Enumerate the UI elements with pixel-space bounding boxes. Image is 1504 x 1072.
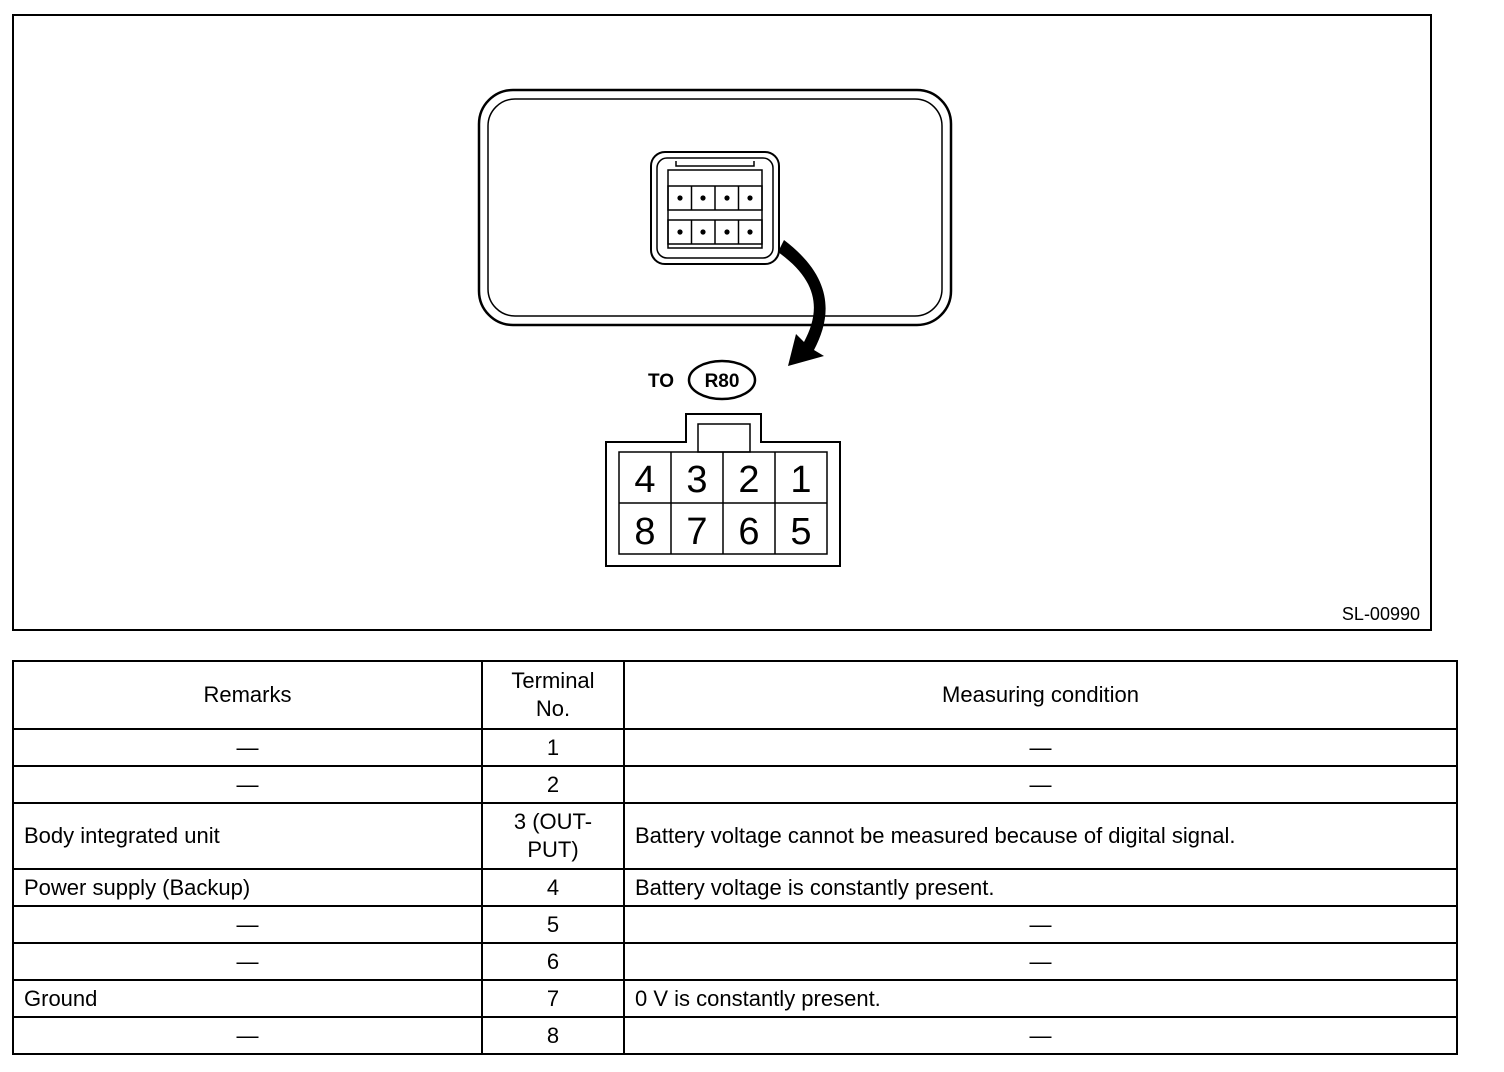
connector-to-label: TO (648, 371, 674, 392)
connector-pin-grid (618, 451, 828, 555)
table-row: Ground 7 0 V is constantly present. (12, 979, 1458, 1018)
pin-number: 6 (738, 511, 759, 553)
connector-id-label: R80 (705, 371, 740, 392)
cell-terminal: 6 (481, 942, 625, 981)
cell-condition: — (623, 942, 1458, 981)
table-row: — 1 — (12, 728, 1458, 767)
arrow-icon (778, 240, 826, 366)
header-remarks: Remarks (12, 660, 483, 730)
cell-terminal: 5 (481, 905, 625, 944)
cell-terminal-line1: 3 (OUT- (513, 809, 593, 834)
cell-condition: Battery voltage cannot be measured becau… (623, 802, 1458, 870)
cell-remarks: — (12, 905, 483, 944)
table-row: — 8 — (12, 1016, 1458, 1055)
connector-diagram: TO R80 4 3 2 1 8 7 6 5 (477, 88, 953, 567)
cell-terminal-line2: PUT) (527, 837, 579, 862)
pin-number: 8 (634, 511, 655, 553)
cell-condition: — (623, 905, 1458, 944)
unit-housing-inner (487, 98, 943, 317)
table-row: — 5 — (12, 905, 1458, 944)
pin-number: 1 (790, 459, 811, 501)
connector-latch (697, 423, 751, 453)
cell-terminal: 7 (481, 979, 625, 1018)
cell-remarks: Body integrated unit (12, 802, 483, 870)
header-terminal-line1: Terminal (511, 668, 595, 693)
unit-housing-outer (477, 88, 953, 327)
pin-number: 5 (790, 511, 811, 553)
cell-condition: — (623, 1016, 1458, 1055)
cell-terminal: 3 (OUT- PUT) (481, 802, 625, 870)
header-terminal: Terminal No. (481, 660, 625, 730)
terminal-table: Remarks Terminal No. Measuring condition… (12, 660, 1458, 1055)
cell-remarks: — (12, 1016, 483, 1055)
cell-condition: — (623, 765, 1458, 804)
figure-code: SL-00990 (1341, 604, 1420, 624)
cell-condition: 0 V is constantly present. (623, 979, 1458, 1018)
cell-condition: Battery voltage is constantly present. (623, 868, 1458, 907)
cell-terminal: 1 (481, 728, 625, 767)
unit-connector-pins (667, 185, 763, 245)
header-terminal-line2: No. (535, 696, 571, 721)
table-row: — 2 — (12, 765, 1458, 804)
pin-number: 7 (686, 511, 707, 553)
table-row: Body integrated unit 3 (OUT- PUT) Batter… (12, 802, 1458, 870)
pin-number: 2 (738, 459, 759, 501)
cell-remarks: Power supply (Backup) (12, 868, 483, 907)
table-header-row: Remarks Terminal No. Measuring condition (12, 660, 1458, 730)
connector-id-badge (687, 359, 757, 401)
cell-remarks: — (12, 765, 483, 804)
cell-terminal: 4 (481, 868, 625, 907)
pin-number: 3 (686, 459, 707, 501)
cell-terminal: 8 (481, 1016, 625, 1055)
connector-figure: TO R80 4 3 2 1 8 7 6 5 SL-00990 (12, 14, 1432, 631)
cell-remarks: Ground (12, 979, 483, 1018)
cell-remarks: — (12, 942, 483, 981)
pin-number: 4 (634, 459, 655, 501)
unit-connector-inner (656, 157, 774, 259)
header-condition: Measuring condition (623, 660, 1458, 730)
cell-terminal: 2 (481, 765, 625, 804)
cell-remarks: — (12, 728, 483, 767)
connector-face-outline (605, 413, 841, 567)
cell-condition: — (623, 728, 1458, 767)
table-row: Power supply (Backup) 4 Battery voltage … (12, 868, 1458, 907)
table-row: — 6 — (12, 942, 1458, 981)
unit-connector-outer (650, 151, 780, 265)
